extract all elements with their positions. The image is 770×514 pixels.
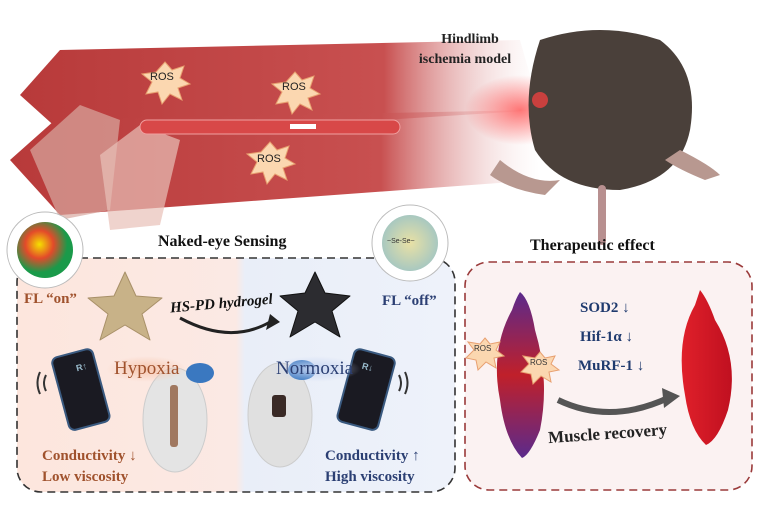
fl-on-label: FL “on” [24,291,77,307]
fl-off-label: FL “off” [382,293,437,309]
ros-label: ROS [150,71,174,83]
normoxia-conductivity: Conductivity ↑ [325,448,420,464]
tan-star [87,271,163,341]
damaged-muscle [496,292,544,458]
ros-label: ROS [257,153,281,165]
recovery-arrow [556,395,670,415]
marker-murf1: MuRF-1 ↓ [578,358,645,374]
therapy-title: Therapeutic effect [530,237,655,254]
ros-label-small: ROS [530,358,548,367]
marker-sod2: SOD2 ↓ [580,300,630,316]
se-label: ~Se-Se~ [387,238,415,245]
model-label-line2: ischemia model [418,52,512,67]
normoxia-label: Normoxia [268,356,362,382]
hypoxia-label: Hypoxia [106,356,188,382]
normoxia-viscosity: High viscosity [325,469,415,485]
model-label-line1: Hindlimb [441,32,499,47]
hypoxia-viscosity: Low viscosity [42,469,129,485]
ros-burst-small [464,337,561,386]
ros-label-small: ROS [474,344,492,353]
ros-label: ROS [282,81,306,93]
muscle-fibers [10,40,540,230]
mouse-illustration [465,30,720,245]
transition-arrow [179,316,271,334]
sensing-title: Naked-eye Sensing [158,233,287,250]
hypoxia-conductivity: Conductivity ↓ [42,448,137,464]
healthy-muscle [681,290,732,445]
phone-left [36,348,111,431]
marker-hif1a: Hif-1α ↓ [580,329,633,345]
dark-star [279,271,351,338]
ros-burst [140,61,322,186]
